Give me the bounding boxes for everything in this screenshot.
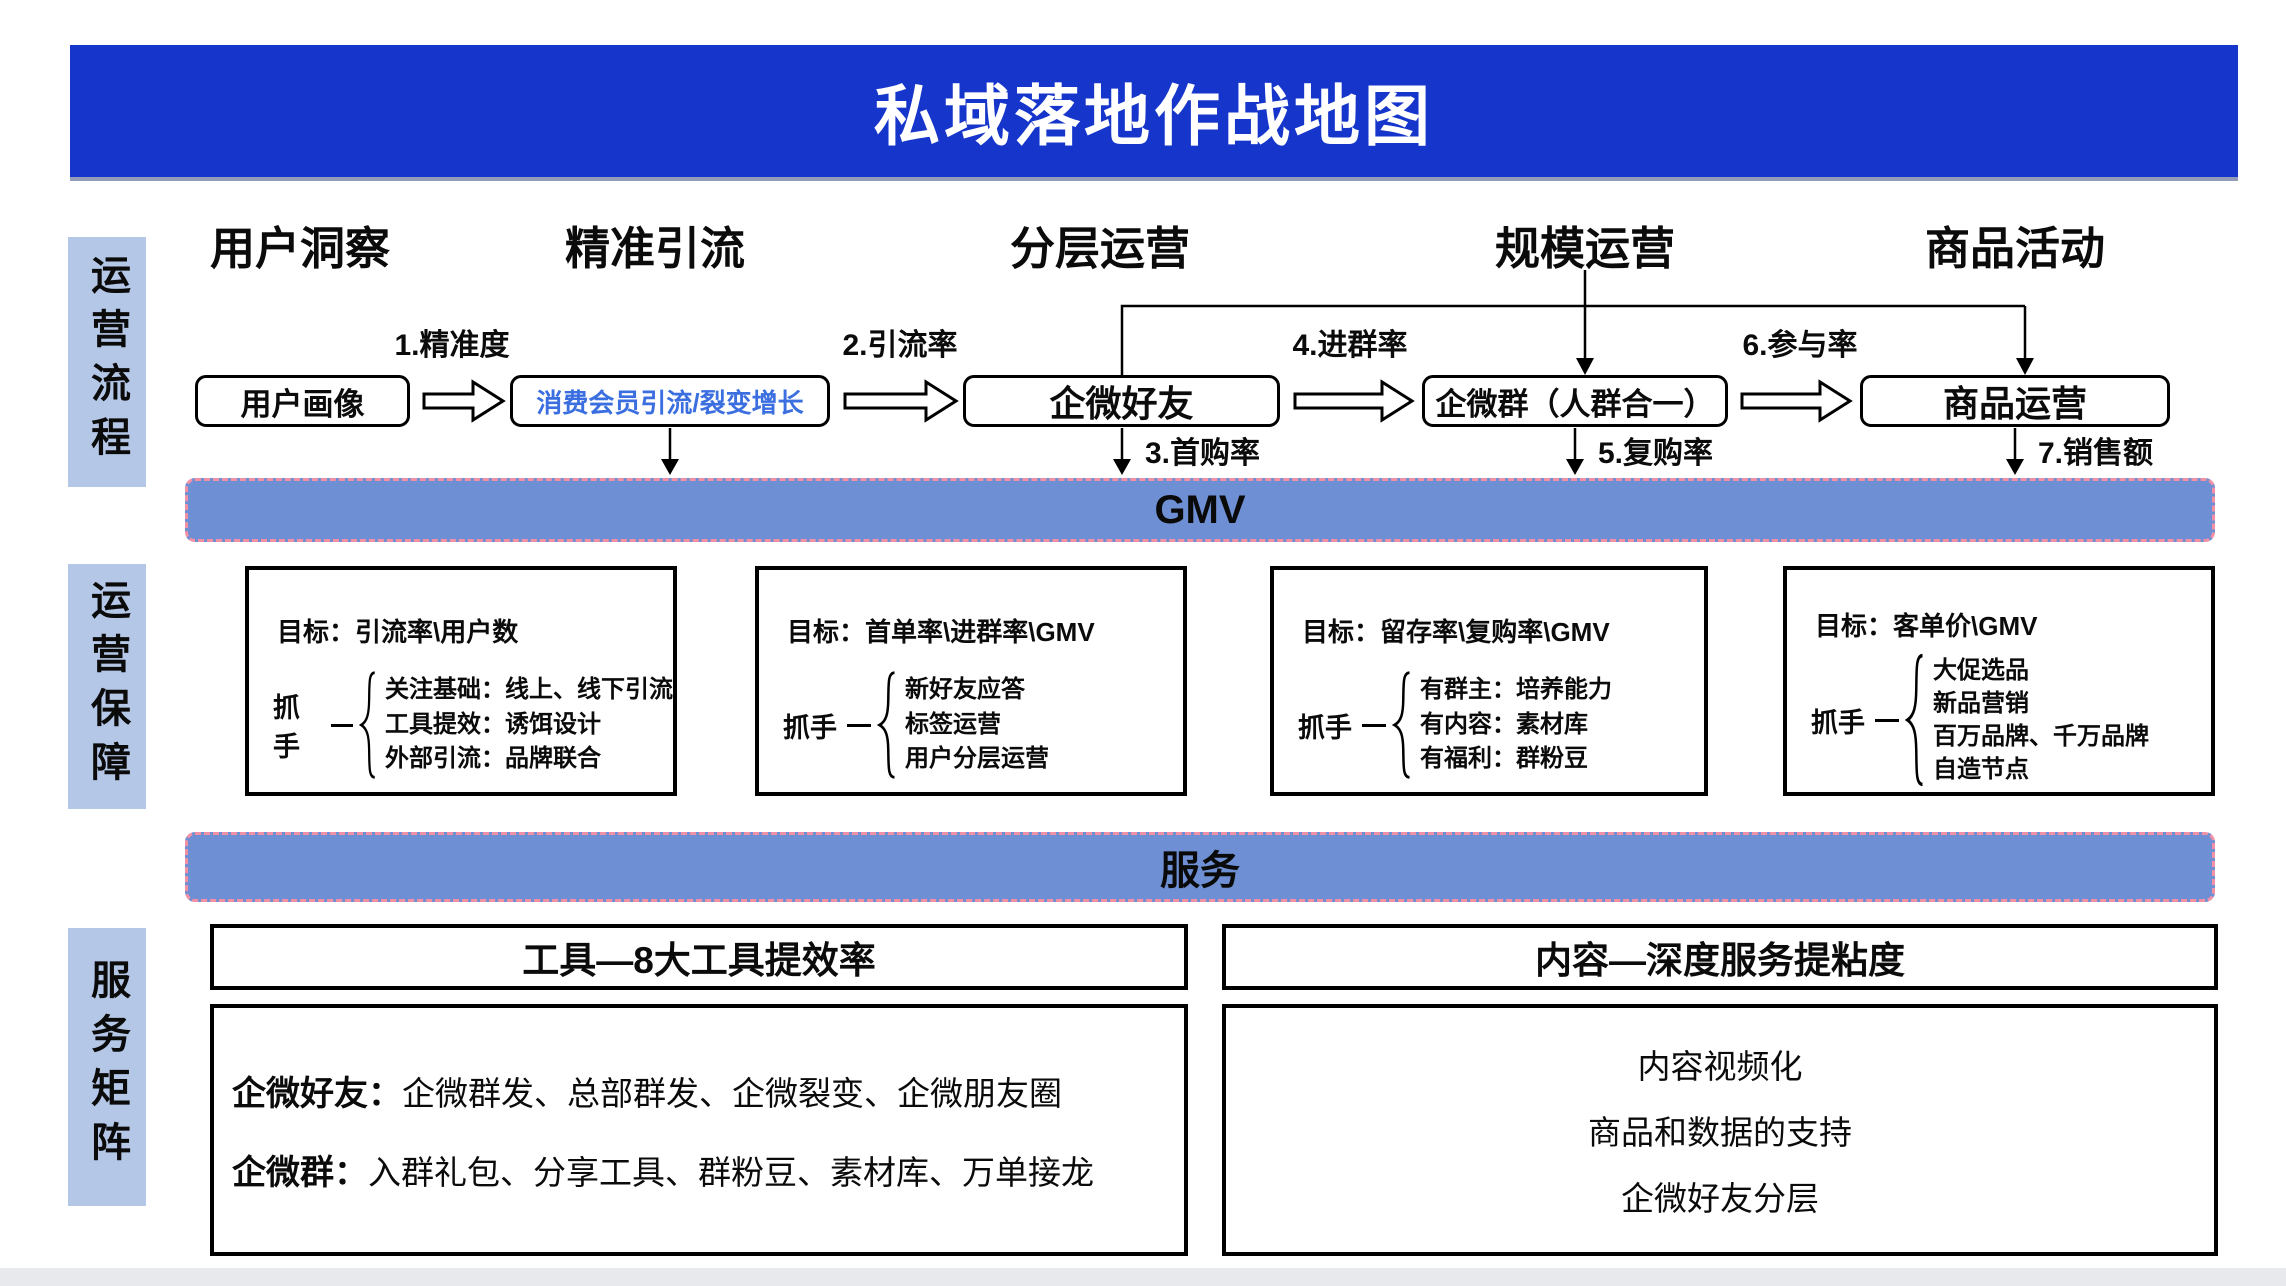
- column-header-product-activity: 商品活动: [1924, 223, 2105, 274]
- row-prefix: 企微群：: [232, 1154, 368, 1192]
- service-bar-label: 服务: [1160, 849, 1240, 893]
- handle-item: 新品营销: [1933, 689, 2029, 717]
- matrix-row-wecom-friends: 企微好友：企微群发、总部群发、企微裂变、企微朋友圈: [232, 1066, 1184, 1115]
- matrix-left-header: 工具—8大工具提效率: [210, 924, 1188, 990]
- handle-items: 大促选品 新品营销 百万品牌、千万品牌 自造节点: [1933, 654, 2149, 786]
- matrix-left-body: 企微好友：企微群发、总部群发、企微裂变、企微朋友圈 企微群：入群礼包、分享工具、…: [210, 1004, 1188, 1256]
- matrix-right-header: 内容—深度服务提粘度: [1222, 924, 2218, 990]
- down-arrow-to-gmv-acquisition: [661, 428, 679, 475]
- column-header-tiered-operation: 分层运营: [1009, 223, 1190, 274]
- flow-node-label: 用户画像: [240, 386, 365, 422]
- bottom-strip: [0, 1268, 2286, 1286]
- guarantee-box-product: 目标：客单价\GMV 抓手 大促选品 新品营销 百万品牌、千万品牌 自造节点: [1783, 566, 2215, 796]
- guarantee-box-acquisition: 目标：引流率\用户数 抓手 关注基础：线上、线下引流 工具提效：诱饵设计 外部引…: [245, 566, 677, 796]
- handle-row: 抓手 关注基础：线上、线下引流 工具提效：诱饵设计 外部引流：品牌联合: [273, 669, 673, 781]
- matrix-right-line: 企微好友分层: [1621, 1180, 1819, 1217]
- flow-node-wecom-friends: 企微好友: [963, 375, 1280, 427]
- guarantee-box-scale: 目标：留存率\复购率\GMV 抓手 有群主：培养能力 有内容：素材库 有福利：群…: [1270, 566, 1708, 796]
- down-arrow-to-gmv-first-purchase: [1113, 428, 1131, 475]
- dash-connector: [1362, 723, 1386, 727]
- handle-item: 有内容：素材库: [1420, 710, 1588, 738]
- matrix-left-title: 工具—8大工具提效率: [522, 940, 876, 981]
- title-banner: 私域落地作战地图: [70, 45, 2238, 177]
- handle-item: 自造节点: [1933, 756, 2029, 784]
- column-header-scale-operation: 规模运营: [1494, 223, 1675, 274]
- sidebar-label-operation-guarantee: 运营保障: [68, 564, 146, 809]
- handle-label: 抓手: [273, 693, 300, 762]
- handle-item: 有群主：培养能力: [1420, 675, 1612, 703]
- handle-row: 抓手 有群主：培养能力 有内容：素材库 有福利：群粉豆: [1298, 669, 1704, 781]
- brace-icon: [877, 671, 895, 779]
- handle-item: 外部引流：品牌联合: [384, 745, 601, 773]
- handle-label: 抓手: [1811, 707, 1865, 738]
- metric-first-purchase-rate: 3.首购率: [1145, 437, 1261, 470]
- handle-row: 抓手 大促选品 新品营销 百万品牌、千万品牌 自造节点: [1811, 651, 2211, 789]
- brace-icon: [359, 671, 375, 779]
- metric-sales-amount: 7.销售额: [2038, 437, 2154, 470]
- flow-node-label: 企微群（人群合一）: [1435, 386, 1715, 422]
- brace-icon: [1392, 671, 1410, 779]
- sidebar-label-service-matrix: 服务矩阵: [68, 928, 146, 1206]
- hollow-arrow-2: [843, 379, 959, 423]
- handle-item: 有福利：群粉豆: [1420, 745, 1588, 773]
- hollow-arrow-1: [422, 379, 506, 423]
- metric-acquisition-rate: 2.引流率: [842, 329, 958, 362]
- handle-item: 百万品牌、千万品牌: [1933, 723, 2149, 750]
- handle-items: 有群主：培养能力 有内容：素材库 有福利：群粉豆: [1420, 673, 1612, 777]
- hollow-arrow-3: [1293, 379, 1415, 423]
- row-text: 入群礼包、分享工具、群粉豆、素材库、万单接龙: [368, 1154, 1094, 1191]
- handle-item: 标签运营: [905, 710, 1001, 738]
- handle-item: 大促选品: [1933, 656, 2029, 684]
- matrix-right-line: 内容视频化: [1637, 1048, 1803, 1085]
- page-title: 私域落地作战地图: [874, 79, 1434, 153]
- gmv-bar: GMV: [185, 478, 2215, 542]
- matrix-right-title: 内容—深度服务提粘度: [1535, 940, 1905, 981]
- hollow-arrow-4: [1740, 379, 1853, 423]
- handle-row: 抓手 新好友应答 标签运营 用户分层运营: [783, 669, 1183, 781]
- handle-item: 用户分层运营: [905, 745, 1049, 773]
- column-header-precise-acquisition: 精准引流: [564, 223, 745, 274]
- service-bar: 服务: [185, 832, 2215, 902]
- guarantee-box-tiered: 目标：首单率\进群率\GMV 抓手 新好友应答 标签运营 用户分层运营: [755, 566, 1187, 796]
- metric-participation-rate: 6.参与率: [1742, 329, 1858, 362]
- gmv-bar-label: GMV: [1154, 487, 1246, 532]
- row-prefix: 企微好友：: [232, 1075, 402, 1113]
- metric-precision-rate: 1.精准度: [394, 329, 510, 362]
- metric-repurchase-rate: 5.复购率: [1598, 437, 1714, 470]
- flow-node-user-portrait: 用户画像: [195, 375, 410, 427]
- handle-items: 新好友应答 标签运营 用户分层运营: [905, 673, 1049, 777]
- bracket-connector: [1120, 270, 2034, 375]
- matrix-right-line: 商品和数据的支持: [1588, 1114, 1852, 1151]
- dash-connector: [1875, 718, 1899, 722]
- flow-node-label: 消费会员引流/裂变增长: [536, 387, 804, 418]
- handle-items: 关注基础：线上、线下引流 工具提效：诱饵设计 外部引流：品牌联合: [385, 673, 673, 777]
- row-text: 企微群发、总部群发、企微裂变、企微朋友圈: [402, 1075, 1062, 1112]
- handle-label: 抓手: [783, 712, 837, 743]
- brace-icon: [1905, 653, 1923, 787]
- dash-connector: [331, 723, 354, 727]
- matrix-right-body: 内容视频化 商品和数据的支持 企微好友分层: [1222, 1004, 2218, 1256]
- goal-text: 目标：首单率\进群率\GMV: [787, 617, 1095, 647]
- metric-group-join-rate: 4.进群率: [1292, 329, 1408, 362]
- handle-item: 新好友应答: [905, 675, 1025, 703]
- down-arrow-to-gmv-repurchase: [1566, 428, 1584, 475]
- flow-node-wecom-group: 企微群（人群合一）: [1422, 375, 1728, 427]
- handle-item: 工具提效：诱饵设计: [384, 710, 601, 738]
- down-arrow-to-gmv-sales: [2006, 428, 2024, 475]
- handle-item: 关注基础：线上、线下引流: [384, 675, 673, 703]
- handle-label: 抓手: [1298, 712, 1352, 743]
- flow-node-label: 商品运营: [1942, 383, 2087, 424]
- flow-node-label: 企微好友: [1049, 383, 1194, 424]
- sidebar-label-operation-process: 运营流程: [68, 237, 146, 487]
- flow-node-member-acquisition: 消费会员引流/裂变增长: [510, 375, 830, 427]
- matrix-row-wecom-group: 企微群：入群礼包、分享工具、群粉豆、素材库、万单接龙: [232, 1145, 1184, 1194]
- goal-text: 目标：客单价\GMV: [1815, 611, 2038, 641]
- flow-node-product-operation: 商品运营: [1860, 375, 2170, 427]
- column-header-user-insight: 用户洞察: [209, 223, 390, 274]
- goal-text: 目标：留存率\复购率\GMV: [1302, 617, 1610, 647]
- dash-connector: [847, 723, 871, 727]
- goal-text: 目标：引流率\用户数: [277, 617, 519, 647]
